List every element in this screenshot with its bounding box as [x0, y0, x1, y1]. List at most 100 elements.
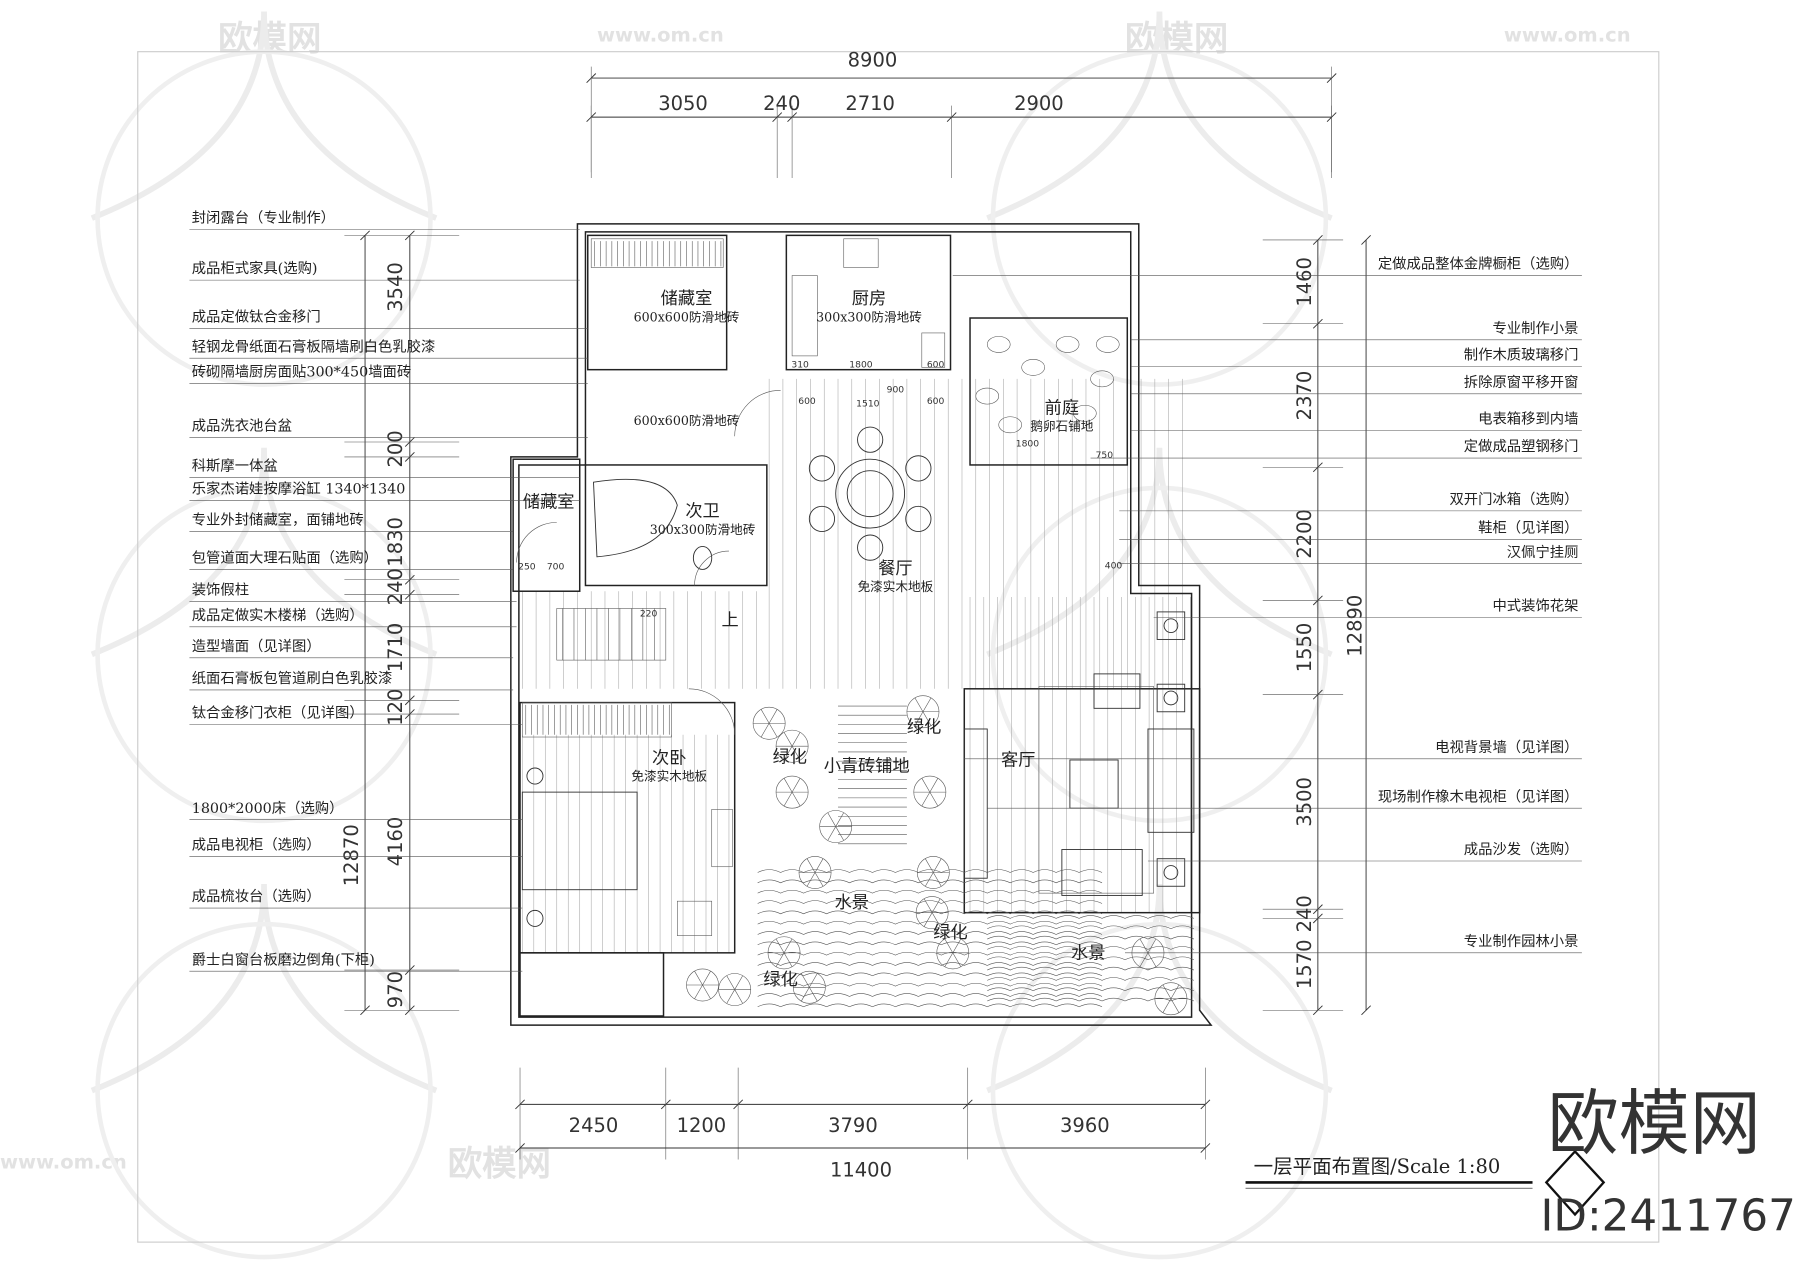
dimension-tick	[1361, 235, 1371, 245]
pebble	[975, 387, 1000, 405]
inner-dim: 1800	[849, 359, 873, 370]
pebble	[986, 336, 1011, 353]
dim-left: 200	[384, 430, 407, 467]
inner-dim: 1800	[1016, 439, 1040, 450]
dressing-table	[677, 900, 713, 936]
dining-table-inner	[846, 470, 894, 518]
inner-dim: 700	[547, 561, 565, 572]
dim-left: 4160	[384, 817, 407, 867]
pebble	[1055, 336, 1080, 353]
inner-dim: 600	[798, 396, 816, 407]
left-note: 纸面石膏板包管道刷白色乳胶漆	[192, 670, 393, 687]
watermark-url: www.om.cn	[1504, 23, 1631, 46]
right-note: 中式装饰花架	[1492, 598, 1578, 615]
watermark-url: www.om.cn	[0, 1151, 127, 1174]
left-note: 成品电视柜（选购）	[192, 837, 321, 854]
water-wave	[987, 977, 1195, 981]
watermark-diamond-icon	[1544, 1149, 1606, 1217]
left-note: 砖砌隔墙厨房面贴300*450墙面砖	[192, 364, 411, 381]
tree-branch	[775, 938, 785, 953]
kitchen	[785, 234, 952, 371]
tree-branch	[783, 732, 793, 747]
bathtub	[593, 478, 678, 558]
tree-branch	[933, 872, 942, 887]
watermark-circle	[990, 921, 1329, 1260]
dining-chair	[808, 455, 836, 482]
dim-bottom-total: 11400	[830, 1159, 892, 1182]
garden-label: 绿化	[763, 970, 797, 990]
left-note: 钛合金移门衣柜（见详图）	[192, 705, 364, 722]
left-note: 封闭露台（专业制作）	[192, 210, 335, 227]
room-floor: 300x300防滑地砖	[816, 309, 922, 324]
tree-branch	[1162, 998, 1172, 1013]
dining-chair	[905, 505, 932, 532]
tree-branch	[775, 952, 785, 967]
tree-branch	[944, 938, 954, 953]
room-labels: 储藏室600x600防滑地砖厨房300x300防滑地砖前庭鹅卵石铺地600x60…	[518, 289, 1122, 990]
tree-branch	[783, 791, 793, 807]
tree-branch	[914, 697, 924, 712]
pebble	[1090, 370, 1114, 388]
left-note: 造型墙面（见详图）	[192, 638, 321, 655]
dim-top: 3050	[658, 92, 708, 115]
inner-dim: 310	[791, 359, 809, 370]
water-wave	[757, 900, 1103, 904]
tree-branch	[1139, 952, 1149, 967]
left-note: 成品梳妆台（选购）	[192, 888, 321, 905]
tree-branch	[929, 791, 939, 807]
watermark-logo: 欧模网	[1547, 1082, 1760, 1165]
dim-left: 970	[384, 971, 407, 1008]
drawing-title: 一层平面布置图/Scale 1:80	[1254, 1155, 1501, 1178]
right-note: 制作木质玻璃移门	[1464, 346, 1579, 363]
right-note: 电视背景墙（见详图）	[1435, 739, 1578, 756]
tree-branch	[921, 791, 931, 807]
tree-branch	[694, 984, 703, 1000]
water-wave	[987, 935, 1195, 940]
dim-right: 1570	[1293, 939, 1316, 989]
tree-branch	[809, 973, 818, 988]
room-name: 储藏室	[661, 289, 713, 309]
room-name: 次卫	[685, 502, 719, 522]
tree-branch	[952, 938, 962, 953]
pebble	[1096, 336, 1120, 353]
small-storage	[512, 458, 581, 592]
room-floor: 鹅卵石铺地	[1030, 419, 1093, 434]
tree-branch	[801, 973, 810, 988]
watermark-circle	[95, 485, 433, 824]
watermark-arc	[986, 11, 1333, 221]
inner-dim: 600	[927, 396, 945, 407]
watermark-arc	[986, 883, 1333, 1094]
toilet	[692, 546, 713, 570]
kitchen-fridge	[921, 332, 946, 368]
side-table	[1156, 858, 1186, 887]
room-floor: 300x300防滑地砖	[650, 522, 756, 537]
tree-branch	[944, 952, 954, 967]
dimension-tick	[515, 1143, 525, 1153]
tree-branch	[931, 912, 941, 927]
water-wave	[987, 915, 1195, 919]
tree-branch	[734, 975, 743, 990]
dim-bottom: 1200	[677, 1114, 727, 1137]
left-note: 成品定做钛合金移门	[192, 308, 321, 325]
water-wave	[757, 972, 1103, 977]
outer-wall-inner	[518, 231, 1193, 1018]
dim-right: 1550	[1293, 623, 1316, 673]
dimension-tick	[360, 1005, 370, 1016]
lamp-icon	[1163, 865, 1179, 880]
tree-branch	[806, 872, 816, 887]
water-wave	[757, 941, 1103, 946]
left-note: 乐家杰诺娃按摩浴缸 1340*1340	[192, 480, 406, 498]
tree-branch	[806, 858, 816, 873]
dim-top: 2900	[1014, 92, 1064, 115]
side-table	[1156, 611, 1186, 640]
dim-left: 1830	[384, 517, 407, 567]
dining-table	[835, 458, 906, 529]
watermark-url: www.om.cn	[597, 23, 724, 46]
water-wave	[757, 920, 1103, 925]
water-wave	[757, 879, 1103, 884]
dim-right: 1460	[1293, 257, 1316, 307]
right-note: 现场制作橡木电视柜（见详图）	[1378, 788, 1579, 805]
